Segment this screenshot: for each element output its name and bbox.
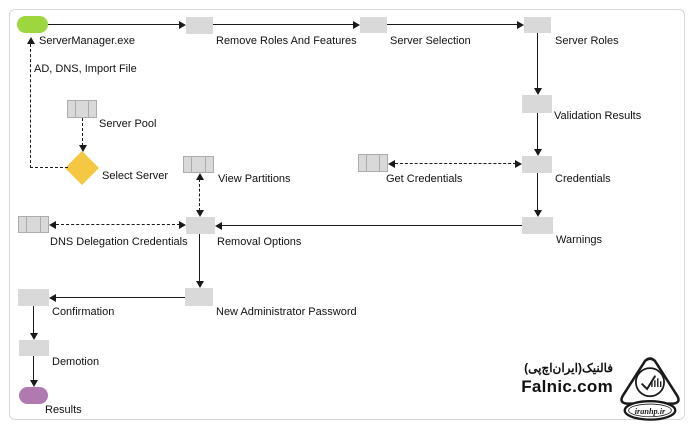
node-credentials-label: Credentials xyxy=(555,173,611,185)
edge-remove-roles-to-server-selection xyxy=(213,24,354,25)
segment-line xyxy=(26,216,27,233)
node-get-credentials xyxy=(358,154,388,172)
brand-name-persian: فالنیک(ایران‌اچ‌پی) xyxy=(524,361,613,375)
arrowhead-icon xyxy=(388,160,395,168)
diagram-frame xyxy=(9,9,685,420)
edge-select-server-to-servermanager-vertical xyxy=(30,44,31,168)
arrowhead-icon xyxy=(49,221,56,229)
segment-line xyxy=(191,156,192,173)
arrowhead-icon xyxy=(515,160,522,168)
node-view-partitions xyxy=(183,156,214,173)
node-dns-delegation-credentials xyxy=(18,216,49,233)
arrowhead-icon xyxy=(534,210,542,217)
node-credentials xyxy=(522,156,552,173)
node-servermanager xyxy=(17,16,48,33)
brand-domain-text: Falnic.com xyxy=(521,377,613,396)
node-validation-results xyxy=(522,95,552,113)
node-server-roles-label: Server Roles xyxy=(555,35,619,47)
node-validation-results-label: Validation Results xyxy=(554,110,642,122)
arrowhead-icon xyxy=(534,149,542,156)
edge-select-server-to-servermanager-horizontal xyxy=(30,167,68,168)
node-warnings xyxy=(522,217,553,234)
node-confirmation-label: Confirmation xyxy=(52,306,115,318)
segment-line xyxy=(75,100,76,118)
segment-line xyxy=(366,154,367,172)
node-remove-roles-label: Remove Roles And Features xyxy=(216,35,357,47)
arrowhead-icon xyxy=(534,88,542,95)
logo-badge-text: iranhp.ir xyxy=(635,407,666,416)
node-select-server-label: Select Server xyxy=(102,170,169,182)
node-demotion xyxy=(19,340,49,356)
arrowhead-icon xyxy=(30,380,38,387)
arrowhead-icon xyxy=(179,21,186,29)
node-new-admin-password xyxy=(185,288,213,306)
node-new-admin-password-label: New Administrator Password xyxy=(216,306,357,318)
arrowhead-icon xyxy=(196,210,204,217)
edge-credentials-to-warnings xyxy=(537,173,538,211)
node-server-selection-label: Server Selection xyxy=(390,35,471,47)
segment-line xyxy=(205,156,206,173)
edge-annotation-label: AD, DNS, Import File xyxy=(34,63,137,75)
edge-warnings-to-removal-options xyxy=(222,225,522,226)
arrowhead-icon xyxy=(79,145,87,152)
node-removal-options xyxy=(186,217,215,234)
edge-new-admin-password-to-confirmation xyxy=(56,297,185,298)
segment-line xyxy=(40,216,41,233)
arrowhead-icon xyxy=(27,37,35,44)
arrowhead-icon xyxy=(49,294,56,302)
node-dns-delegation-credentials-label: DNS Delegation Credentials xyxy=(50,236,188,248)
node-server-pool xyxy=(67,100,97,118)
arrowhead-icon xyxy=(30,333,38,340)
edge-removal-options-view-partitions xyxy=(199,179,200,211)
edge-demotion-to-results xyxy=(33,356,34,381)
node-warnings-label: Warnings xyxy=(556,234,603,246)
node-server-selection xyxy=(360,17,387,33)
node-server-pool-label: Server Pool xyxy=(99,118,157,130)
node-remove-roles xyxy=(186,17,213,34)
arrowhead-icon xyxy=(196,173,204,180)
edge-removal-options-to-new-admin-password xyxy=(199,234,200,282)
arrowhead-icon xyxy=(353,21,360,29)
arrowhead-icon xyxy=(179,221,186,229)
edge-server-pool-to-select-server xyxy=(82,118,83,146)
edge-server-roles-to-validation-results xyxy=(537,33,538,89)
edge-removal-options-dns-delegation xyxy=(56,224,180,225)
node-removal-options-label: Removal Options xyxy=(217,236,302,248)
node-results xyxy=(19,387,48,404)
node-view-partitions-label: View Partitions xyxy=(218,173,291,185)
segment-line xyxy=(88,100,89,118)
edge-credentials-get-credentials xyxy=(395,163,516,164)
edge-confirmation-to-demotion xyxy=(33,306,34,334)
node-server-roles xyxy=(524,17,551,33)
arrowhead-icon xyxy=(215,222,222,230)
edge-validation-results-to-credentials xyxy=(537,113,538,150)
node-confirmation xyxy=(18,289,49,306)
arrowhead-icon xyxy=(517,21,524,29)
segment-line xyxy=(379,154,380,172)
falnic-logo-icon: iranhp.ir xyxy=(620,357,680,421)
edge-servermanager-to-remove-roles xyxy=(48,24,180,25)
node-demotion-label: Demotion xyxy=(52,356,100,368)
node-results-label: Results xyxy=(45,404,82,416)
node-get-credentials-label: Get Credentials xyxy=(386,173,463,185)
arrowhead-icon xyxy=(196,281,204,288)
edge-server-selection-to-server-roles xyxy=(387,24,518,25)
node-servermanager-label: ServerManager.exe xyxy=(39,35,135,47)
